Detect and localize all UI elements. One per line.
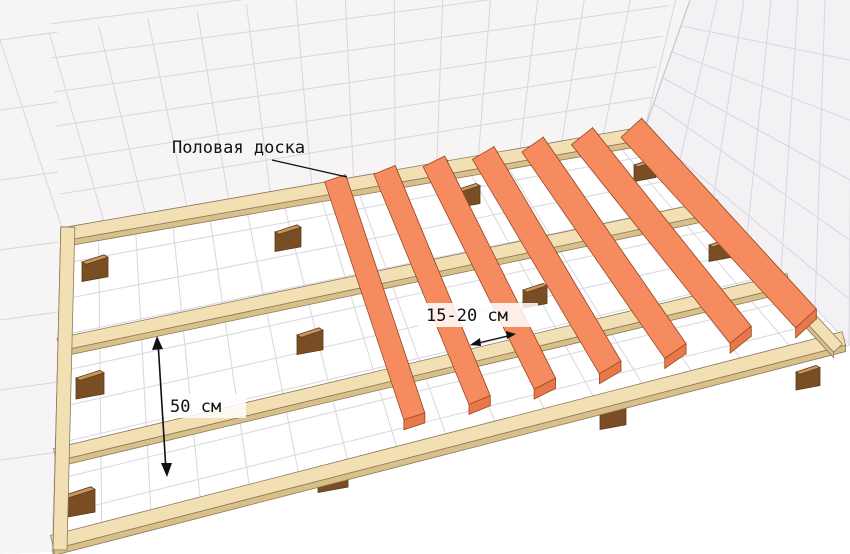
wall-grid-line: [0, 39, 63, 229]
wall-grid-line: [245, 4, 271, 193]
floor-grid-line: [54, 296, 805, 481]
floor-board: [570, 126, 752, 355]
wall-grid-line: [0, 241, 59, 251]
floor-boards: [324, 117, 817, 431]
wall-grid-line: [147, 18, 188, 207]
frame-beam-front: [50, 331, 847, 554]
floor-grid-line: [353, 177, 452, 449]
wall-grid-line: [678, 0, 718, 165]
wall-grid-line: [49, 0, 245, 25]
board-end: [664, 342, 687, 370]
wall-grid-line: [0, 311, 59, 321]
board-end: [468, 395, 491, 416]
joist-gap-label: 15-20 см: [426, 306, 508, 326]
floor-grid-line: [134, 215, 153, 527]
floor-grid-line: [58, 199, 714, 337]
floor-board-label: Половая доска: [172, 138, 305, 158]
board-end: [729, 325, 752, 355]
wall-grid-line: [55, 35, 664, 127]
floor-board: [422, 155, 557, 400]
wall-grid-line: [0, 171, 59, 181]
right-wall: [645, 0, 850, 345]
support-post: [795, 364, 821, 391]
floor-grid-line: [462, 159, 602, 410]
post-top: [274, 224, 302, 235]
floor-grid-line: [52, 320, 828, 517]
support-post: [64, 486, 96, 518]
wall-grid-line: [295, 0, 313, 186]
wall-grid-line: [98, 25, 146, 214]
wall-grid-line: [57, 66, 658, 161]
post-top: [296, 327, 324, 338]
wall-grid-line: [51, 0, 492, 59]
floor-board: [471, 145, 622, 385]
beam-top: [52, 226, 76, 551]
wall-grid-line: [0, 101, 59, 111]
joist-gap-arrow: [470, 331, 516, 346]
wall-grid-line: [712, 0, 745, 201]
support-post: [75, 369, 105, 400]
post-top: [81, 254, 109, 265]
wall-grid-line: [680, 25, 850, 61]
wall-grid-line: [814, 0, 826, 309]
frame-spacing-label: 50 см: [170, 397, 221, 417]
support-post: [81, 254, 109, 282]
floor-board: [620, 117, 817, 339]
wall-grid-line: [0, 451, 59, 461]
board-end: [598, 360, 622, 385]
wall-grid-line: [48, 32, 105, 221]
floor-grid-line: [243, 196, 302, 488]
post-top: [795, 364, 821, 375]
wall-grid-line: [653, 103, 850, 241]
wall-grid-line: [0, 381, 59, 391]
floor-grid-line: [207, 202, 252, 501]
wall-grid-line: [671, 51, 850, 121]
floor-board: [521, 135, 687, 370]
board-end: [403, 412, 426, 431]
frame-spacing-arrow: [152, 336, 172, 477]
floor-board: [324, 174, 426, 431]
floor-grid-line: [57, 223, 737, 373]
wall-grid-line: [644, 129, 850, 301]
wall-grid-line: [662, 77, 850, 181]
support-post: [522, 282, 548, 309]
floor-grid-line: [498, 152, 651, 398]
floor-board-leader-line: [271, 159, 348, 178]
support-post: [296, 327, 324, 355]
floor-grid-line: [170, 209, 203, 514]
floor-grid-line: [56, 248, 759, 409]
post-top: [75, 369, 105, 382]
wall-grid-line: [644, 0, 677, 129]
frame-spacing-label-bg: [166, 394, 246, 418]
annotations: Половая доска 15-20 см 50 см: [152, 138, 538, 477]
wall-grid-line: [53, 5, 670, 93]
wall-corner-edge: [644, 0, 691, 129]
floor-grid-line: [316, 184, 402, 462]
wall-grid-line: [780, 0, 799, 273]
frame-beam-left: [52, 226, 76, 554]
wall-grid-line: [196, 11, 230, 200]
joist-gap-label-bg: [418, 303, 538, 327]
floor-grid-line: [59, 175, 691, 301]
board-end: [533, 377, 556, 400]
board-end: [795, 308, 817, 339]
wall-grid-line: [746, 0, 772, 237]
wall-grid-line: [0, 31, 59, 41]
wall-grid-line: [59, 96, 652, 195]
support-post: [274, 224, 302, 252]
